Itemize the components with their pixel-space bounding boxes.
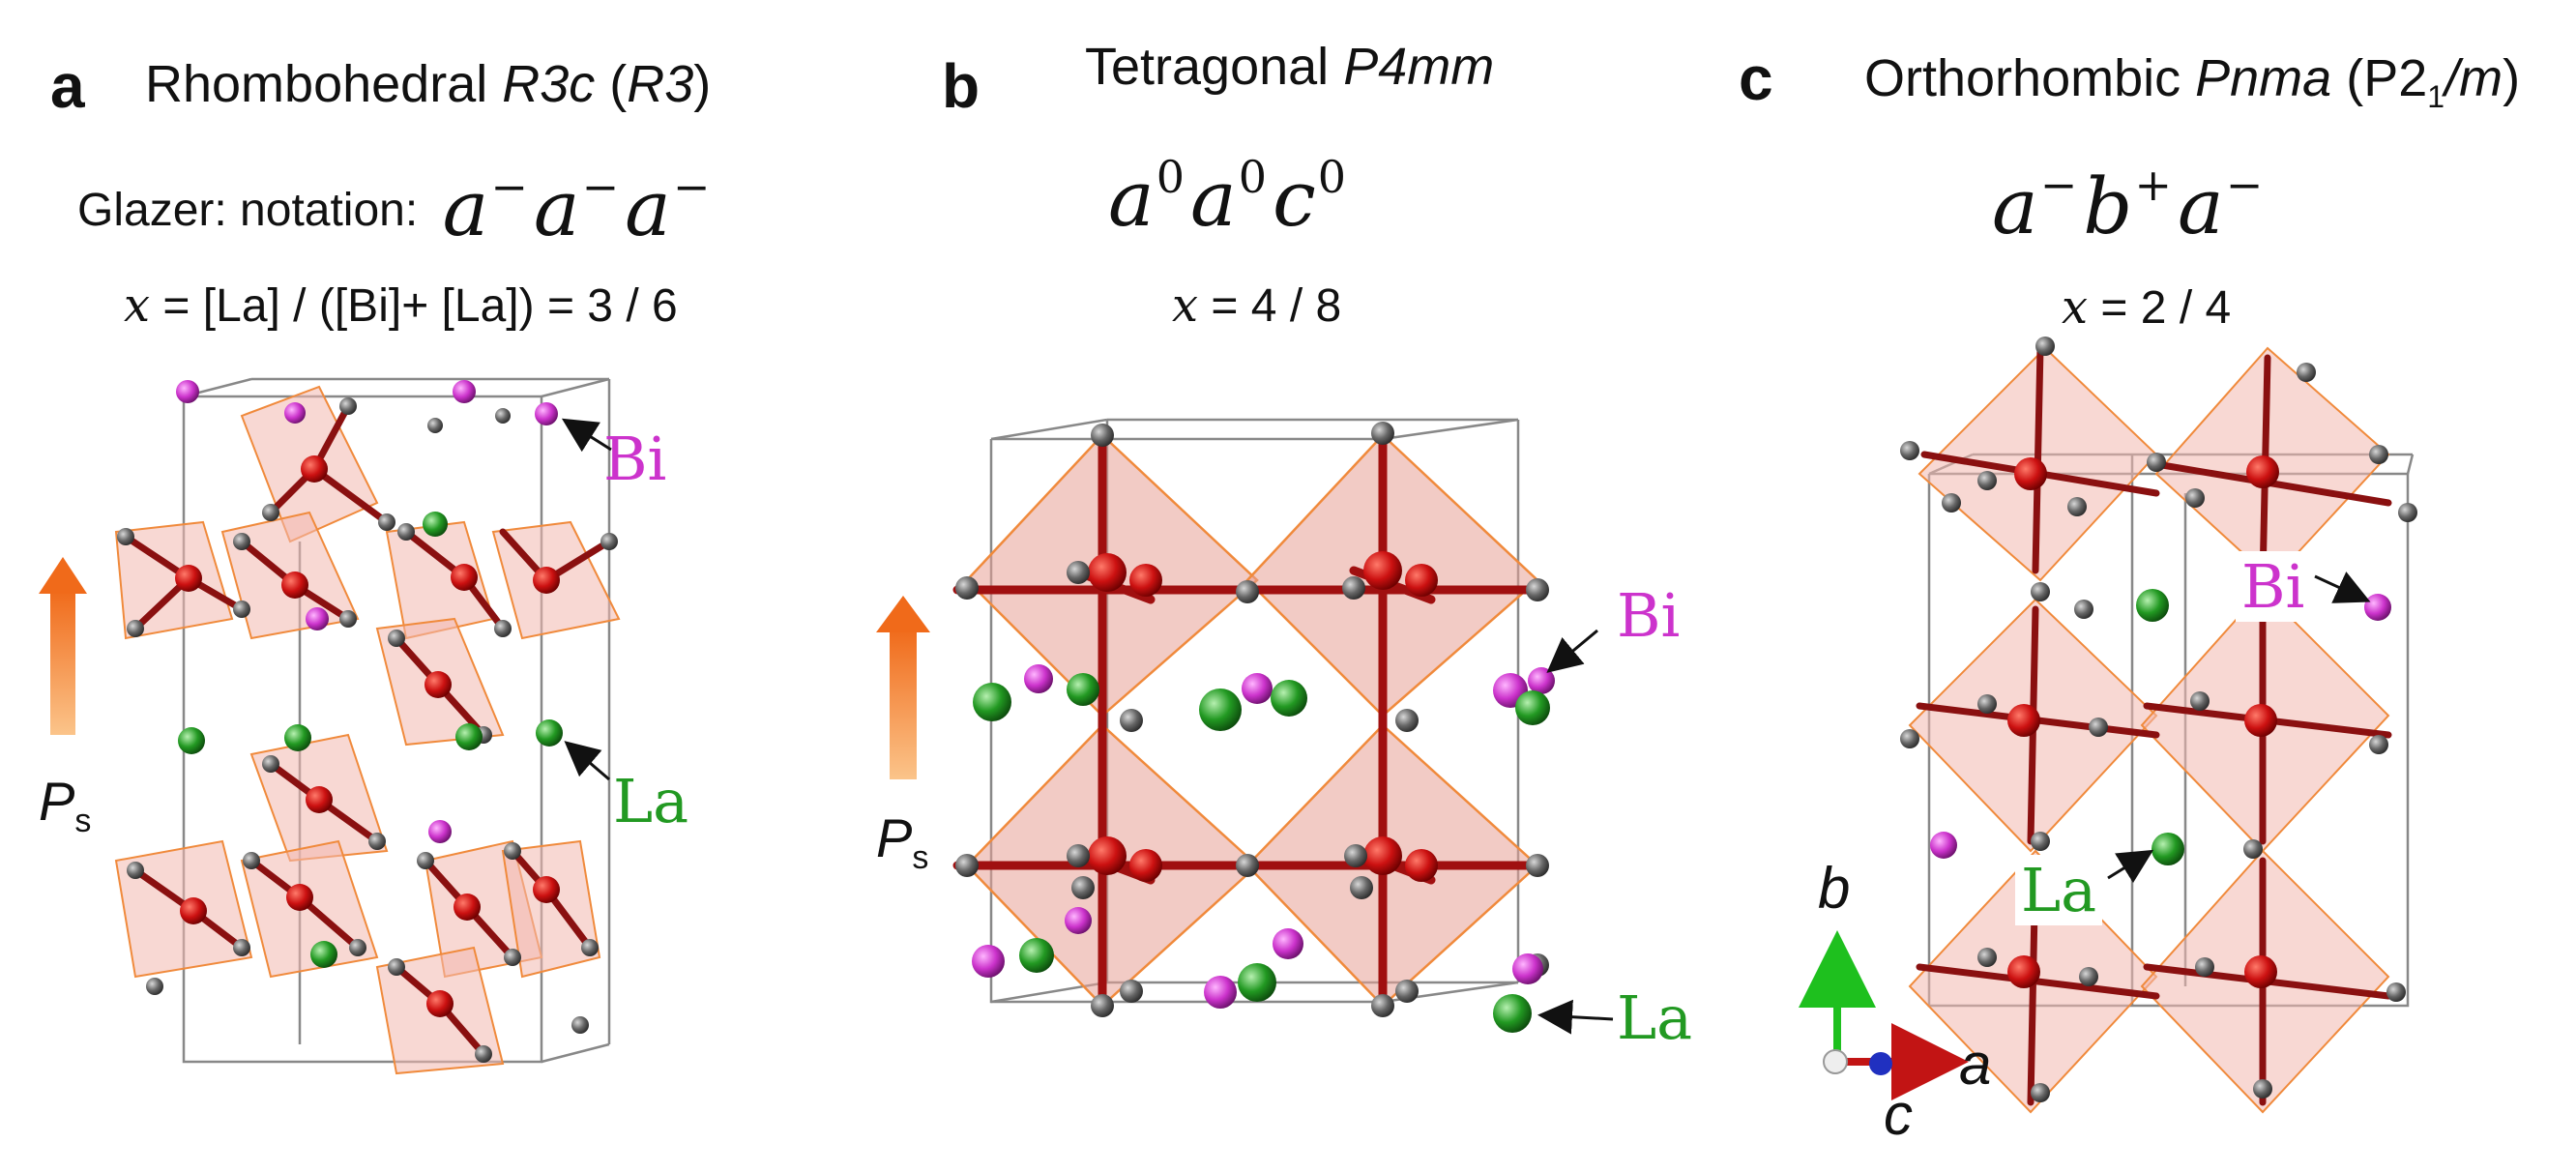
panel-c-letter: c: [1739, 44, 1773, 113]
panel-b-ti-atoms: [1088, 551, 1438, 882]
glazer-c-2-sign: +: [2134, 159, 2173, 211]
panel-b-space-group: P4mm: [1343, 38, 1495, 96]
panel-c-subgroup-b: /m: [2444, 49, 2503, 107]
glazer-c-1: a: [1992, 161, 2038, 251]
panel-b-polarization-arrow: [876, 596, 930, 779]
glazer-c-3-sign: −: [2225, 159, 2264, 211]
glazer-c-3: a: [2178, 161, 2224, 251]
glazer-b-1: a: [1108, 154, 1155, 244]
glazer-a-2: a: [533, 163, 580, 253]
panel-b-ps-label: Ps: [876, 806, 928, 877]
panel-a-la-pointer: [564, 741, 610, 781]
panel-a-x-text: = [La] / ([Bi]+ [La]) = 3 / 6: [150, 280, 678, 332]
panel-a-space-subgroup: R3: [627, 55, 694, 113]
panel-b-title-prefix: Tetragonal: [1085, 38, 1344, 96]
panel-c-la-atoms: [2136, 589, 2184, 865]
panel-a-bi-pointer: [561, 418, 612, 453]
glazer-b-1-sign: 0: [1156, 151, 1185, 203]
panel-c-structure: [1799, 337, 2417, 1114]
glazer-notation-label: Glazer: notation:: [77, 185, 419, 236]
panel-a-ti-atoms: [175, 455, 560, 1017]
panel-c-x-var: x: [2062, 280, 2089, 335]
panel-c-axis-b-label: b: [1818, 856, 1851, 921]
panel-c-axis-c-label: c: [1884, 1082, 1913, 1147]
panel-b-bi-pointer: [1546, 629, 1598, 673]
panel-c-la-pointer: [2107, 849, 2154, 884]
panel-a-polarization-arrow: [39, 557, 87, 735]
panel-c-bi-atoms: [1930, 594, 2391, 859]
panel-a-title: Rhombohedral R3c (R3): [145, 54, 711, 114]
panel-a-title-paren-open: (: [595, 55, 628, 113]
panel-b-glazer: a0a0c0: [1108, 151, 1352, 244]
panel-b-bi-atoms: [972, 664, 1555, 1009]
panel-a-structure: [39, 377, 621, 1075]
panel-a-space-group: R3c: [502, 55, 596, 113]
panel-c-composition: x = 2 / 4: [2062, 280, 2231, 335]
panel-b-label-la: La: [1617, 982, 1693, 1053]
glazer-a-1: a: [442, 163, 489, 253]
panel-b-o-atoms: [955, 422, 1549, 1017]
panel-c-bi-pointer: [2314, 571, 2371, 603]
panel-a-title-prefix: Rhombohedral: [145, 55, 503, 113]
panel-b-octahedra: [965, 433, 1539, 1008]
panel-a-ps-label: Ps: [39, 770, 91, 840]
panel-a-composition: x = [La] / ([Bi]+ [La]) = 3 / 6: [124, 278, 678, 333]
panel-c-ti-atoms: [2007, 455, 2279, 988]
glazer-a-3-sign: −: [672, 161, 711, 213]
panel-c-title-paren-open: (: [2331, 49, 2364, 107]
panel-b-structure: [876, 418, 1614, 1035]
glazer-a-1-sign: −: [490, 161, 528, 213]
glazer-b-3-sign: 0: [1317, 151, 1347, 203]
panel-b-label-bi: Bi: [1617, 580, 1681, 651]
panel-a-x-var: x: [124, 278, 151, 333]
panel-c-subgroup-sub: 1: [2427, 78, 2445, 114]
panel-a-title-paren-close: ): [693, 55, 712, 113]
panel-a-ps-main: P: [39, 771, 75, 832]
panel-b-la-pointer: [1537, 999, 1614, 1035]
glazer-b-3: c: [1272, 154, 1316, 244]
panel-b-x-var: x: [1172, 278, 1199, 333]
panel-a-label-bi: Bi: [603, 424, 667, 494]
glazer-a-2-sign: −: [581, 161, 620, 213]
panel-b-x-text: = 4 / 8: [1198, 280, 1342, 332]
panel-a-la-atoms: [178, 512, 563, 968]
panel-c-x-text: = 2 / 4: [2088, 282, 2232, 334]
panel-c-space-group: Pnma: [2195, 49, 2332, 107]
panel-b-ps-sub: s: [912, 839, 929, 877]
panel-a-label-la: La: [613, 766, 689, 836]
panel-a-ps-sub: s: [74, 803, 92, 840]
panel-c-title-paren-close: ): [2503, 49, 2521, 107]
panel-b-title: Tetragonal P4mm: [1085, 37, 1494, 97]
panel-a-o-atoms: [117, 397, 618, 1063]
panel-b-letter: b: [942, 51, 981, 121]
panel-a-letter: a: [50, 51, 85, 121]
panel-c-label-bi: Bi: [2236, 551, 2311, 622]
panel-c-subgroup-a: P2: [2363, 49, 2428, 107]
panel-c-o-atoms: [1900, 337, 2417, 1102]
glazer-a-3: a: [625, 163, 671, 253]
glazer-b-2: a: [1189, 154, 1237, 244]
axes-origin: [1823, 1049, 1848, 1074]
glazer-c-1-sign: −: [2039, 159, 2078, 211]
glazer-b-2-sign: 0: [1238, 151, 1267, 203]
panel-b-ps-main: P: [876, 807, 913, 868]
panel-b-composition: x = 4 / 8: [1172, 278, 1341, 333]
panel-a-glazer: Glazer: notation: a−a−a−: [77, 161, 716, 253]
glazer-c-2: b: [2083, 161, 2133, 251]
panel-c-title: Orthorhombic Pnma (P21/m): [1864, 48, 2520, 115]
c-axis-dot: [1869, 1052, 1892, 1075]
panel-c-title-prefix: Orthorhombic: [1864, 49, 2196, 107]
panel-c-glazer: a−b+a−: [1992, 159, 2269, 251]
panel-c-axis-a-label: a: [1959, 1032, 1992, 1097]
panel-a-bi-atoms: [176, 380, 558, 843]
panel-c-label-la: La: [2015, 855, 2103, 925]
panel-b-la-atoms: [973, 673, 1550, 1033]
panel-c-axes: [1799, 930, 1969, 1100]
